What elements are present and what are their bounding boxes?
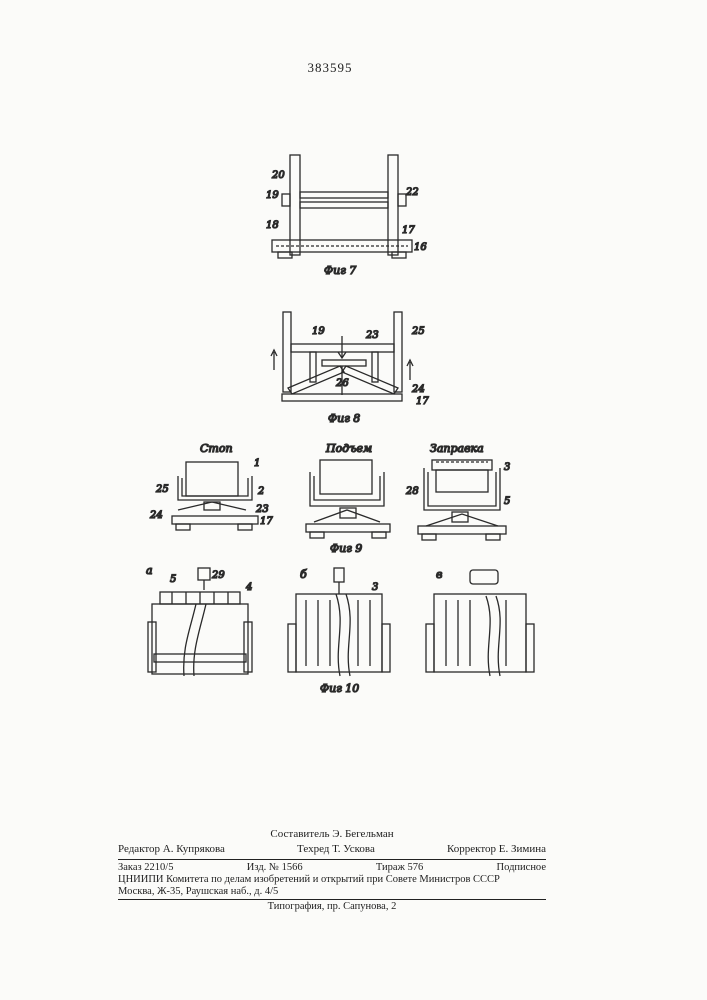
label-17: 17 (402, 225, 415, 236)
panel-label-a: а (146, 564, 153, 577)
label-1: 1 (254, 458, 260, 469)
label-26: 26 (335, 378, 349, 389)
label-18: 18 (266, 220, 279, 231)
figure-7: 20 19 22 18 17 16 Фиг 7 (266, 155, 427, 277)
printing-house: Типография, пр. Сапунова, 2 (118, 901, 546, 912)
panel-label-lift: Подъем (325, 442, 372, 455)
figure-8: 19 23 25 26 24 17 Фиг 8 (271, 312, 429, 425)
label-4: 4 (245, 582, 252, 593)
label-17: 17 (260, 516, 273, 527)
editors-row: Редактор А. Купрякова Техред Т. Ускова К… (118, 843, 546, 855)
organization: ЦНИИПИ Комитета по делам изобретений и о… (118, 874, 546, 885)
label-19: 19 (266, 190, 279, 201)
corrector: Корректор Е. Зимина (447, 843, 546, 855)
figure-8-caption: Фиг 8 (328, 412, 360, 425)
circulation: Тираж 576 (376, 862, 423, 873)
label-24: 24 (149, 510, 163, 521)
panel-label-stop: Стоп (200, 442, 233, 455)
label-3: 3 (372, 582, 378, 593)
address: Москва, Ж-35, Раушская наб., д. 4/5 (118, 886, 546, 897)
label-5: 5 (504, 496, 510, 507)
label-23: 23 (365, 330, 379, 341)
drawings: 20 19 22 18 17 16 Фиг 7 19 23 25 26 24 1… (0, 0, 707, 820)
figure-10-caption: Фиг 10 (320, 682, 359, 695)
label-17: 17 (416, 396, 429, 407)
label-25: 25 (411, 326, 425, 337)
label-23: 23 (255, 504, 269, 515)
label-22: 22 (405, 187, 419, 198)
label-28: 28 (405, 486, 419, 497)
divider-bottom (118, 899, 546, 900)
edition-number: Изд. № 1566 (247, 862, 303, 873)
figure-9: Стоп 1 2 25 23 24 17 Подъем Заправка 3 2… (149, 442, 510, 555)
subscription: Подписное (497, 862, 546, 873)
label-5: 5 (170, 574, 176, 585)
figure-7-caption: Фиг 7 (324, 264, 356, 277)
label-19: 19 (312, 326, 325, 337)
label-20: 20 (271, 170, 285, 181)
order-row: Заказ 2210/5 Изд. № 1566 Тираж 576 Подпи… (118, 862, 546, 873)
techred: Техред Т. Ускова (297, 843, 375, 855)
panel-label-b: б (300, 568, 307, 581)
label-3: 3 (504, 462, 510, 473)
panel-label-load: Заправка (430, 442, 484, 455)
label-25: 25 (155, 484, 169, 495)
editor: Редактор А. Купрякова (118, 843, 225, 855)
divider-top (118, 859, 546, 860)
panel-label-v: в (436, 568, 442, 581)
label-16: 16 (414, 242, 427, 253)
composer-line: Составитель Э. Бегельман (118, 828, 546, 840)
label-2: 2 (257, 486, 264, 497)
figure-9-caption: Фиг 9 (330, 542, 362, 555)
label-24: 24 (411, 384, 425, 395)
label-29: 29 (211, 570, 225, 581)
figure-10: а 5 29 4 б 3 в Фиг 10 (146, 564, 534, 695)
order-number: Заказ 2210/5 (118, 862, 173, 873)
